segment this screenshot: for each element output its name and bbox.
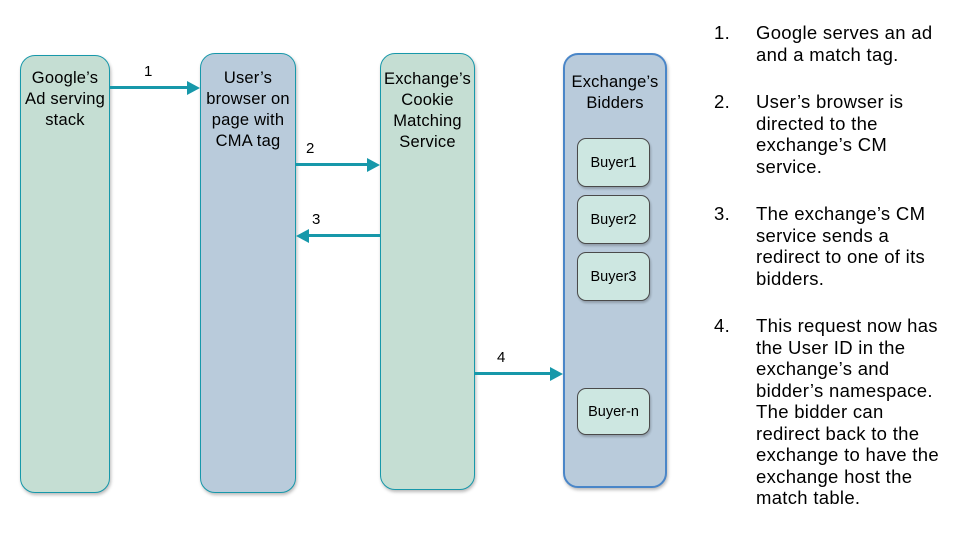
step-2-number: 2. <box>714 91 731 112</box>
arrow-shaft <box>110 86 189 89</box>
buyer2-box: Buyer2 <box>577 195 650 244</box>
step-4-number: 4. <box>714 315 731 336</box>
flow-arrow-2-number: 2 <box>306 140 315 157</box>
step-item-2: 2. User’s browser is directed to the exc… <box>714 91 960 177</box>
buyer1-label: Buyer1 <box>590 154 637 171</box>
flow-arrow-1-number: 1 <box>144 63 153 80</box>
arrow-shaft <box>307 234 380 237</box>
arrow-shaft <box>475 372 552 375</box>
step-1-text: Google serves an ad and a match tag. <box>756 22 933 65</box>
step-3-text: The exchange’s CM service sends a redire… <box>756 203 926 289</box>
arrow-head-left-icon <box>296 228 309 243</box>
buyer2-label: Buyer2 <box>590 211 637 228</box>
node-exchange-bidders-label: Exchange’s Bidders <box>571 73 659 112</box>
step-4-text: This request now has the User ID in the … <box>756 315 939 508</box>
buyer3-label: Buyer3 <box>590 268 637 285</box>
arrow-head-right-icon <box>187 80 200 95</box>
step-1-number: 1. <box>714 22 731 43</box>
step-2-text: User’s browser is directed to the exchan… <box>756 91 904 177</box>
arrow-shaft <box>296 163 369 166</box>
buyer3-box: Buyer3 <box>577 252 650 301</box>
node-cm-service: Exchange’s Cookie Matching Service <box>380 53 475 490</box>
buyer-n-box: Buyer-n <box>577 388 650 435</box>
node-google-ad-stack-label: Google’s Ad serving stack <box>25 69 105 129</box>
node-exchange-bidders: Exchange’s Bidders Buyer1 Buyer2 Buyer3 … <box>563 53 667 488</box>
step-item-1: 1. Google serves an ad and a match tag. <box>714 22 960 65</box>
node-user-browser: User’s browser on page with CMA tag <box>200 53 296 493</box>
arrow-head-right-icon <box>550 366 563 381</box>
step-list: 1. Google serves an ad and a match tag. … <box>714 22 960 535</box>
flow-arrow-1: 1 <box>110 64 200 95</box>
step-3-number: 3. <box>714 203 731 224</box>
buyer1-box: Buyer1 <box>577 138 650 187</box>
node-user-browser-label: User’s browser on page with CMA tag <box>206 69 290 150</box>
buyer-n-label: Buyer-n <box>588 403 639 420</box>
flow-arrow-4-number: 4 <box>497 349 506 366</box>
flow-arrow-3-number: 3 <box>312 211 321 228</box>
arrow-head-right-icon <box>367 157 380 172</box>
flow-arrow-3: 3 <box>296 212 380 243</box>
step-item-3: 3. The exchange’s CM service sends a red… <box>714 203 960 289</box>
step-item-4: 4. This request now has the User ID in t… <box>714 315 960 509</box>
flow-arrow-2: 2 <box>296 141 380 172</box>
flow-arrow-4: 4 <box>475 350 563 381</box>
node-cm-service-label: Exchange’s Cookie Matching Service <box>383 70 471 151</box>
node-google-ad-stack: Google’s Ad serving stack <box>20 55 110 493</box>
